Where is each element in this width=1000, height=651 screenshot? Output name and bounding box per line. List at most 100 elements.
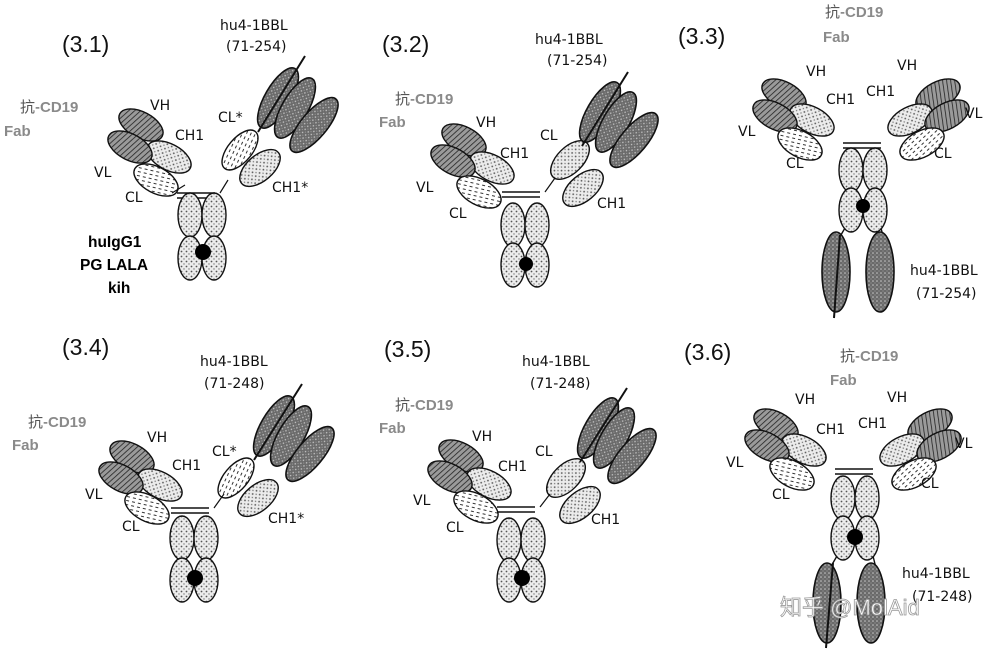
ch2-domain bbox=[170, 516, 194, 560]
panel-number: (3.2) bbox=[382, 31, 429, 57]
panel-3-4: (3.4) hu4-1BBL (71-248) 抗-CD19 Fab VH CH… bbox=[12, 334, 342, 602]
vl-label: VL bbox=[94, 165, 112, 181]
cl-label-left: CL bbox=[772, 487, 790, 503]
cl-label: CL bbox=[122, 519, 140, 535]
fab-prefix: 抗- bbox=[840, 348, 860, 365]
cl-label: CL bbox=[125, 190, 143, 206]
fab-label: Fab bbox=[379, 114, 406, 131]
ch2-domain bbox=[521, 518, 545, 562]
kih-knob bbox=[856, 199, 870, 213]
vh-label-left: VH bbox=[806, 64, 826, 80]
ch2-domain bbox=[194, 516, 218, 560]
vh-label-right: VH bbox=[897, 58, 917, 74]
hu4-1bbl-label: hu4-1BBL bbox=[220, 18, 288, 34]
ch2-domain bbox=[525, 203, 549, 247]
ch1-label-right: CH1 bbox=[866, 84, 895, 100]
cl-label: CL bbox=[449, 206, 467, 222]
ch1-label-left: CH1 bbox=[826, 92, 855, 108]
hinge bbox=[502, 192, 540, 197]
ch1-right-label: CH1 bbox=[597, 196, 626, 212]
hu4-1bbl-label: hu4-1BBL bbox=[200, 354, 268, 370]
ch1-label-right: CH1 bbox=[858, 416, 887, 432]
fab-prefix: 抗- bbox=[28, 414, 48, 431]
ch1-star-label: CH1* bbox=[268, 511, 304, 527]
cl-star-label: CL* bbox=[218, 110, 243, 126]
cl-label-right: CL bbox=[934, 146, 952, 162]
vl-label: VL bbox=[413, 493, 431, 509]
fab-prefix: 抗- bbox=[20, 99, 40, 116]
fab-target-label: 抗-CD19 bbox=[20, 99, 78, 116]
hinge bbox=[171, 508, 209, 513]
fab-target: CD19 bbox=[860, 348, 898, 365]
hinge bbox=[835, 469, 873, 474]
hinge bbox=[497, 507, 535, 512]
kih-knob bbox=[195, 244, 211, 260]
ch2-domain bbox=[855, 476, 879, 520]
kih-knob bbox=[847, 529, 863, 545]
vl-label: VL bbox=[416, 180, 434, 196]
hu4-1bbl-label: hu4-1BBL bbox=[535, 32, 603, 48]
kih-knob bbox=[187, 570, 203, 586]
vh-label: VH bbox=[150, 98, 170, 114]
fab-label: Fab bbox=[379, 420, 406, 437]
fab-target: CD19 bbox=[415, 91, 453, 108]
vh-label: VH bbox=[147, 430, 167, 446]
ch2-domain bbox=[863, 148, 887, 192]
linker bbox=[214, 494, 224, 508]
cl-top-label: CL bbox=[540, 128, 558, 144]
ch1-label-left: CH1 bbox=[816, 422, 845, 438]
kih-knob bbox=[514, 570, 530, 586]
fab-target: CD19 bbox=[48, 414, 86, 431]
ch1-label: CH1 bbox=[498, 459, 527, 475]
fab-target-label: 抗-CD19 bbox=[395, 397, 453, 414]
fab-target-label: 抗-CD19 bbox=[825, 4, 883, 21]
hu4-1bbl-range: (71-254) bbox=[916, 286, 977, 302]
vh-label: VH bbox=[472, 429, 492, 445]
vl-label: VL bbox=[85, 487, 103, 503]
ch2-domain bbox=[839, 148, 863, 192]
cl-star-label: CL* bbox=[212, 444, 237, 460]
ch2-domain bbox=[497, 518, 521, 562]
fab-target: CD19 bbox=[845, 4, 883, 21]
ch1-label: CH1 bbox=[500, 146, 529, 162]
panel-number: (3.4) bbox=[62, 334, 109, 360]
fab-label: Fab bbox=[830, 372, 857, 389]
cl-label: CL bbox=[446, 520, 464, 536]
panel-number: (3.6) bbox=[684, 339, 731, 365]
cl-label-right: CL bbox=[921, 476, 939, 492]
hu4-1bbl-label: hu4-1BBL bbox=[910, 263, 978, 279]
panel-number: (3.5) bbox=[384, 336, 431, 362]
format-line-2: PG LALA bbox=[80, 257, 148, 274]
vh-label-left: VH bbox=[795, 392, 815, 408]
panel-number: (3.1) bbox=[62, 31, 109, 57]
fab-target-label: 抗-CD19 bbox=[840, 348, 898, 365]
fab-label: Fab bbox=[12, 437, 39, 454]
kih-knob bbox=[519, 257, 533, 271]
vh-label: VH bbox=[476, 115, 496, 131]
fab-target: CD19 bbox=[415, 397, 453, 414]
panel-3-3: (3.3) 抗-CD19 Fab VH CH1 VL CL VH CH1 VL … bbox=[678, 4, 983, 318]
ch1-label: CH1 bbox=[175, 128, 204, 144]
ch1-star-label: CH1* bbox=[272, 180, 308, 196]
ch1-label: CH1 bbox=[172, 458, 201, 474]
hu4-1bbl-label: hu4-1BBL bbox=[522, 354, 590, 370]
format-line-3: kih bbox=[108, 280, 130, 297]
hu4-1bbl-range: (71-248) bbox=[912, 589, 973, 605]
linker bbox=[545, 178, 555, 192]
vl-label-right: VL bbox=[955, 436, 973, 452]
panel-3-5: (3.5) hu4-1BBL (71-248) 抗-CD19 Fab VH CH… bbox=[379, 336, 664, 602]
hu4-1bbl-domain bbox=[866, 232, 894, 312]
fab-prefix: 抗- bbox=[395, 91, 415, 108]
panel-number: (3.3) bbox=[678, 23, 725, 49]
panel-3-1: (3.1) hu4-1BBL (71-254) 抗-CD19 Fab VH CH… bbox=[4, 18, 346, 297]
fab-prefix: 抗- bbox=[395, 397, 415, 414]
hu4-1bbl-range: (71-254) bbox=[226, 39, 287, 55]
ch1-right-label: CH1 bbox=[591, 512, 620, 528]
ch2-domain bbox=[202, 193, 226, 237]
fab-target-label: 抗-CD19 bbox=[28, 414, 86, 431]
fab-label: Fab bbox=[823, 29, 850, 46]
linker bbox=[172, 180, 228, 193]
fab-label: Fab bbox=[4, 123, 31, 140]
